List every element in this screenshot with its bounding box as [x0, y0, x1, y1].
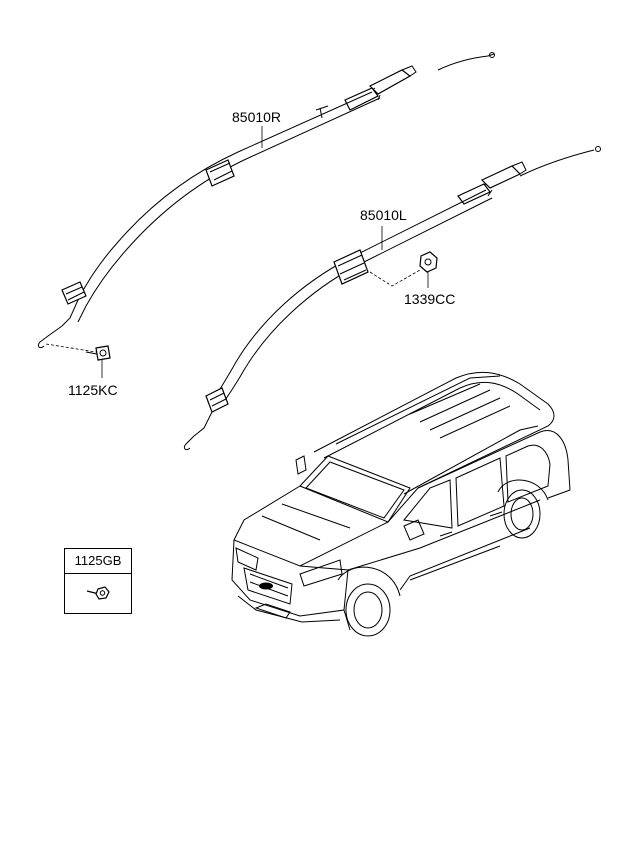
- curtain-airbag-left[interactable]: [183, 146, 601, 451]
- curtain-airbag-right[interactable]: [37, 52, 495, 349]
- nut-icon: [419, 251, 438, 273]
- vehicle-illustration: [231, 371, 571, 637]
- bolt-icon: [85, 345, 111, 361]
- label-bolt-right: 1125KC: [68, 382, 118, 398]
- label-nut: 1339CC: [404, 291, 455, 307]
- bolt-icon: [86, 586, 110, 600]
- label-airbag-left: 85010L: [360, 207, 407, 223]
- label-airbag-right: 85010R: [232, 109, 281, 125]
- part-legend-box: 1125GB: [64, 548, 132, 614]
- legend-part-number: 1125GB: [65, 549, 131, 574]
